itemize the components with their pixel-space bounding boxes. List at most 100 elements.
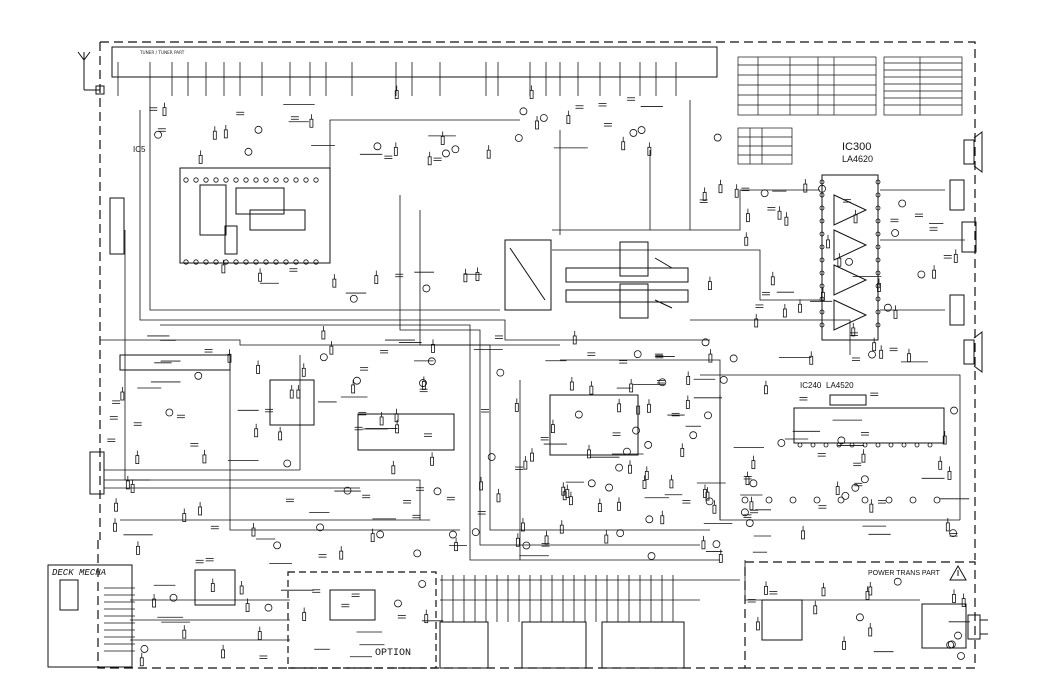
- transistor: [841, 491, 850, 500]
- resistor: [427, 156, 432, 166]
- transistor: [169, 593, 178, 602]
- ic-pin: [283, 177, 289, 183]
- resistor: [254, 428, 259, 438]
- tuner-module: TUNER / TUNER PART: [111, 46, 718, 78]
- warning-triangle-icon: [949, 564, 967, 581]
- transistor: [712, 540, 721, 549]
- resistor: [440, 136, 445, 145]
- resistor: [559, 524, 564, 534]
- transistor: [713, 133, 722, 142]
- trace: [100, 339, 560, 346]
- ic-pin: [213, 177, 219, 183]
- resistor: [604, 534, 609, 544]
- resistor: [258, 272, 262, 282]
- resistor: [853, 214, 858, 224]
- ic-pin: [849, 442, 855, 448]
- ic-pin: [819, 231, 825, 237]
- resistor: [851, 327, 856, 337]
- resistor: [394, 413, 399, 423]
- trace: [399, 195, 700, 546]
- transistor: [244, 147, 253, 156]
- transistor: [701, 338, 710, 347]
- resistor: [617, 501, 621, 511]
- transistor: [950, 406, 958, 415]
- ic240-part-label: LA4520: [826, 381, 854, 390]
- resistor: [945, 522, 950, 532]
- ic-pin: [888, 442, 894, 448]
- ic-pin: [875, 283, 881, 289]
- ic-pin: [243, 177, 249, 183]
- diode: [741, 496, 749, 504]
- resistor: [551, 424, 555, 434]
- trace: [719, 395, 960, 521]
- ic-pin: [183, 259, 189, 265]
- resistor: [953, 253, 958, 263]
- trace: [690, 319, 851, 355]
- ic-pin: [875, 322, 881, 328]
- transistor: [587, 479, 596, 488]
- transistor: [349, 294, 358, 303]
- resistor: [289, 389, 294, 399]
- ic-pin: [875, 244, 881, 250]
- transistor: [898, 199, 907, 208]
- trace: [419, 210, 710, 531]
- resistor: [702, 192, 707, 201]
- transistor: [427, 357, 436, 366]
- transistor: [418, 580, 427, 588]
- resistor: [701, 540, 706, 550]
- trace: [229, 360, 460, 531]
- transistor: [851, 483, 860, 492]
- resistor: [496, 493, 501, 503]
- resistor: [202, 454, 207, 464]
- resistor: [755, 621, 760, 631]
- trace: [160, 324, 720, 561]
- ic300-block: [821, 174, 879, 341]
- transistor: [449, 530, 457, 539]
- transistor: [957, 652, 965, 660]
- ic-pin: [293, 177, 299, 183]
- ic300-part-label: LA4620: [842, 154, 873, 164]
- ic240-block: [793, 394, 945, 444]
- transistor: [574, 410, 583, 419]
- transistor: [319, 353, 328, 362]
- diode: [933, 496, 941, 504]
- ic-pin: [927, 442, 933, 448]
- ic-pin: [914, 442, 920, 448]
- transistor: [514, 134, 523, 142]
- ic-pin: [819, 322, 825, 328]
- ic-pin: [263, 177, 269, 183]
- trace: [560, 359, 721, 520]
- transistor: [254, 125, 263, 134]
- transistor: [264, 603, 273, 612]
- ic-pin: [810, 442, 816, 448]
- ic-pin: [313, 177, 319, 183]
- trace: [149, 96, 500, 311]
- transistor: [745, 519, 754, 527]
- transistor: [471, 528, 480, 537]
- transistor: [539, 114, 548, 122]
- ic-pin: [875, 231, 881, 237]
- transistor: [658, 378, 667, 387]
- transistor: [394, 599, 402, 608]
- transistor: [442, 149, 450, 158]
- trace: [329, 119, 520, 170]
- transistor: [343, 486, 352, 495]
- resistor: [821, 587, 826, 597]
- transistor: [917, 270, 926, 279]
- resistor: [212, 130, 217, 140]
- resistor: [718, 184, 723, 194]
- transistor: [422, 284, 431, 293]
- audio-processor-block: [504, 239, 689, 319]
- ic-pin: [836, 442, 842, 448]
- transistor: [704, 411, 712, 420]
- transistor: [633, 350, 642, 359]
- transistor: [522, 541, 531, 550]
- resistor: [751, 460, 756, 470]
- resistor: [660, 515, 665, 525]
- resistor: [523, 460, 528, 470]
- diode: [765, 496, 773, 504]
- ic-pin: [223, 177, 229, 183]
- transistor: [949, 529, 957, 538]
- resistor: [454, 542, 458, 552]
- resistor: [764, 385, 768, 395]
